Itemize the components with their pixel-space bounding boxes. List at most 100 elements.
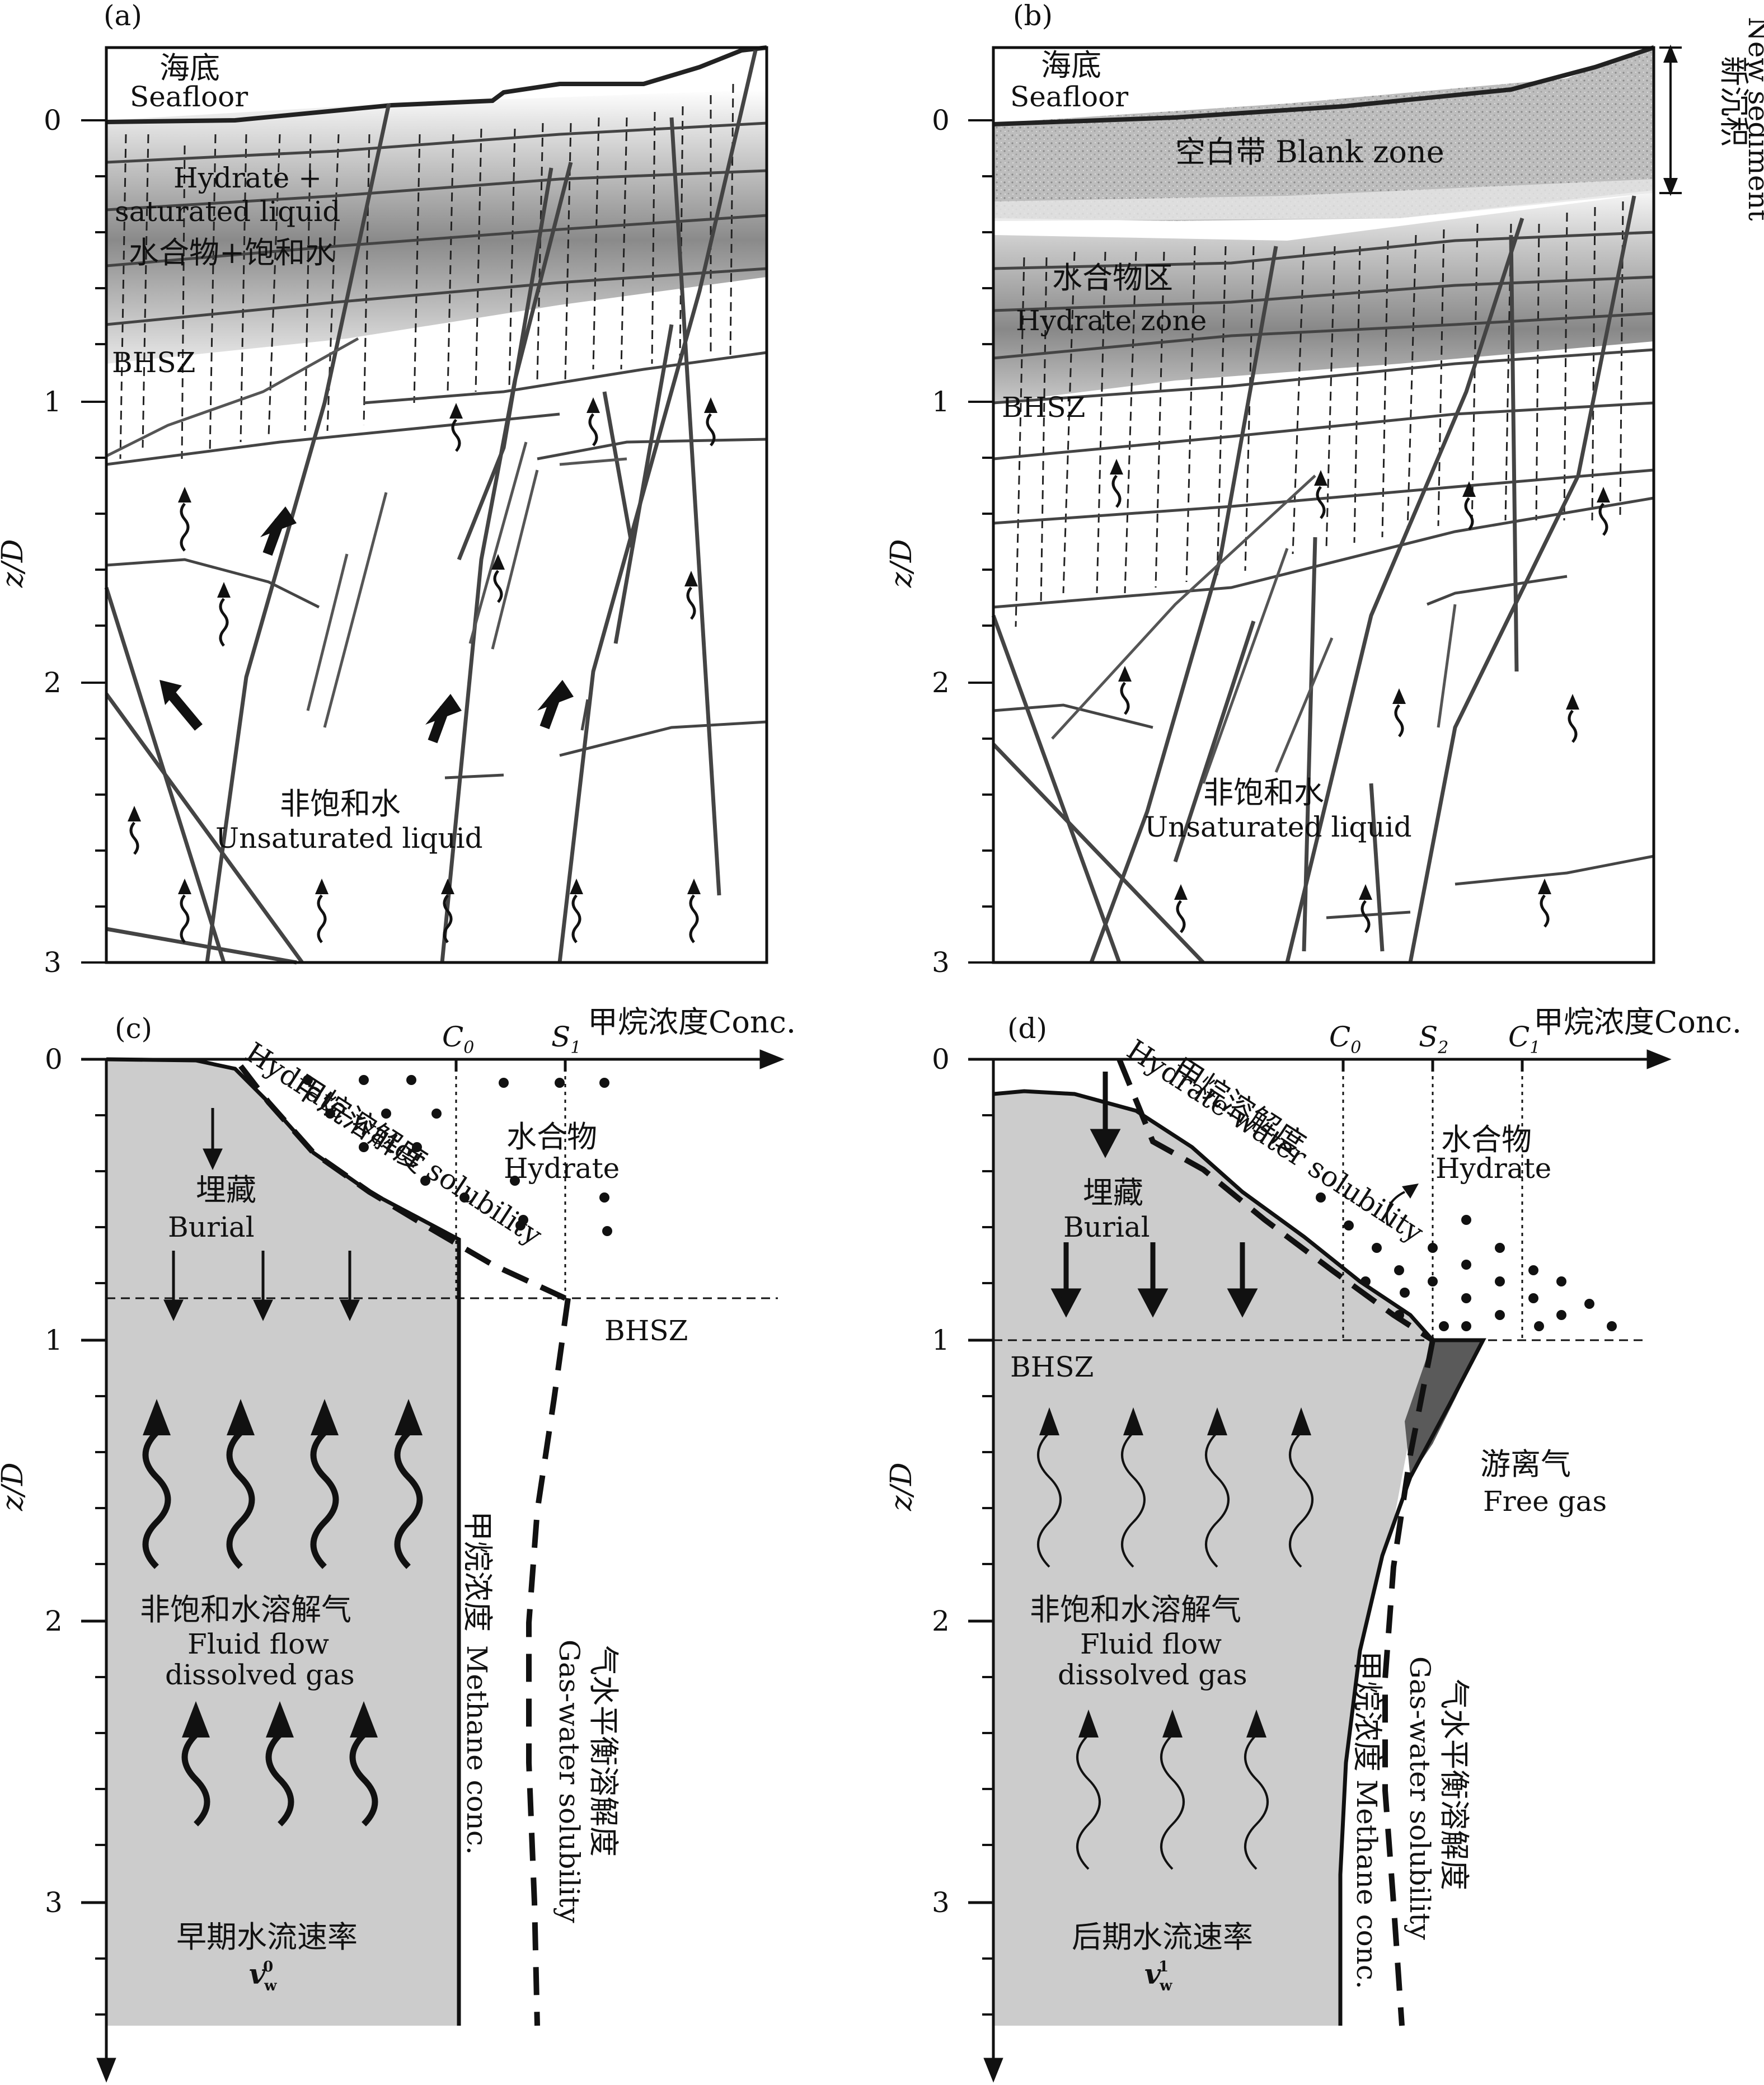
- panel-b-hydrate-band: [993, 193, 1654, 403]
- panel-b-wavy-arrows: [1111, 475, 1608, 933]
- panel-d-gw-cn: 气水平衡溶解度: [1437, 1679, 1472, 1890]
- panel-d-fluid-arrow-heads: [1039, 1407, 1311, 1738]
- panel-b-new-sediment-bracket: [1659, 44, 1682, 196]
- panel-d-fluid-en2: dissolved gas: [1058, 1659, 1247, 1691]
- panel-c-methane-curve: [106, 1057, 461, 2026]
- panel-d-c0-label: C0: [1329, 1021, 1361, 1058]
- panel-b: (b): [885, 0, 1764, 979]
- panel-b-faults: [991, 195, 1636, 964]
- panel-c-hydrate-dots: [303, 1075, 612, 1236]
- panel-a: (a): [0, 0, 768, 979]
- panel-d-xlabel: 甲烷浓度Conc.: [1533, 1004, 1742, 1040]
- panel-d-fluid-arrows: [1037, 1431, 1313, 1870]
- panel-a-lower-en: Unsaturated liquid: [215, 822, 483, 854]
- panel-b-seafloor-en: Seafloor: [1010, 81, 1128, 113]
- panel-c-bhsz: BHSZ: [604, 1314, 688, 1347]
- panel-a-seafloor-en: Seafloor: [130, 81, 248, 113]
- panel-b-ylabel: z/D: [885, 539, 918, 588]
- panel-a-lower-cn: 非饱和水: [280, 786, 401, 821]
- panel-b-ytick-2: 2: [932, 666, 950, 699]
- panel-b-ytick-3: 3: [932, 946, 950, 979]
- panel-b-thin-faults: [1051, 475, 1457, 784]
- panel-c-gw-en: Gas-water solubility: [553, 1640, 585, 1923]
- panel-a-zone-en-2: saturated liquid: [115, 195, 340, 228]
- panel-d-fluid-cn: 非饱和水溶解气: [1030, 1592, 1241, 1627]
- panel-a-ytick-0: 0: [44, 104, 62, 137]
- panel-d-gw-en: Gas-water solubility: [1404, 1656, 1436, 1940]
- panel-a-ytick-1: 1: [44, 386, 62, 418]
- panel-c-xlabel: 甲烷浓度Conc.: [588, 1004, 796, 1040]
- panel-d-ytick-0: 0: [932, 1043, 950, 1076]
- panel-c-methane-cn: 甲烷浓度: [460, 1511, 495, 1632]
- panel-a-zone-cn: 水合物+饱和水: [129, 235, 335, 270]
- panel-a-arrow-heads: [128, 397, 717, 894]
- panel-c-burial-en: Burial: [168, 1211, 255, 1243]
- panel-a-ylabel: z/D: [0, 539, 30, 588]
- panel-a-faults: [104, 50, 758, 965]
- panel-b-horizons: [993, 231, 1654, 919]
- panel-b-y-axis: [968, 119, 993, 964]
- panel-a-ytick-2: 2: [44, 666, 62, 699]
- panel-a-zone-en-1: Hydrate +: [173, 162, 322, 194]
- panel-b-blank-zone: 空白带 Blank zone: [1175, 134, 1444, 170]
- panel-d-c1-label: C1: [1508, 1021, 1540, 1058]
- panel-c-ytick-3: 3: [45, 1886, 63, 1919]
- panel-a-wavy-arrows: [129, 413, 716, 943]
- panel-c-label: (c): [115, 1012, 152, 1045]
- panel-b-blank-zone: [993, 45, 1654, 221]
- panel-c-ylabel: z/D: [0, 1462, 30, 1511]
- panel-b-bhsz: BHSZ: [1002, 391, 1085, 424]
- panel-a-label: (a): [104, 0, 142, 32]
- panel-d-gas-water-solubility: [1382, 1340, 1435, 2026]
- panel-c-hydrate-en: Hydrate: [504, 1152, 620, 1185]
- panel-c-fluid-en1: Fluid flow: [187, 1628, 329, 1660]
- panel-d-freegas-en: Free gas: [1483, 1485, 1607, 1518]
- panel-d: (d): [885, 1004, 1742, 2083]
- panel-c-ytick-1: 1: [45, 1324, 63, 1356]
- panel-c-hydrate-cn: 水合物: [506, 1119, 597, 1154]
- panel-d-burial-arrows: [1050, 1072, 1258, 1318]
- panel-b-dashed-lines: [1015, 201, 1624, 627]
- panel-d-burial-en: Burial: [1063, 1211, 1150, 1243]
- panel-d-hydrate-cn: 水合物: [1441, 1122, 1532, 1157]
- panel-c-s1-label: S1: [551, 1021, 581, 1058]
- panel-a-horizons: [106, 121, 767, 779]
- panel-d-bhsz: BHSZ: [1010, 1351, 1094, 1383]
- panel-c-ytick-0: 0: [45, 1043, 63, 1076]
- panel-b-ytick-0: 0: [932, 104, 950, 137]
- panel-b-new-sed-en: New sediment: [1742, 17, 1764, 221]
- panel-c-fluid-en2: dissolved gas: [165, 1659, 355, 1691]
- panel-c-ytick-2: 2: [45, 1605, 63, 1637]
- panel-b-seafloor-cn: 海底: [1041, 48, 1101, 83]
- panel-d-ylabel: z/D: [885, 1462, 918, 1511]
- panel-d-gray-region: [993, 1091, 1433, 2026]
- panel-c-fluid-arrows: [142, 1430, 423, 1826]
- panel-a-seafloor-cn: 海底: [159, 50, 220, 86]
- panel-a-seafloor-line: [106, 45, 767, 124]
- panel-b-lower-cn: 非饱和水: [1203, 775, 1324, 810]
- panel-c: (c): [0, 1004, 796, 2083]
- panel-d-rate-cn: 后期水流速率: [1072, 1919, 1253, 1955]
- panel-a-thin-faults: [105, 337, 627, 728]
- panel-c-gw-cn: 气水平衡溶解度: [586, 1645, 621, 1857]
- panel-b-hydrate-cn: 水合物区: [1052, 260, 1173, 295]
- panel-d-methane-cn: 甲烷浓度: [1350, 1651, 1385, 1772]
- panel-c-minor-ticks: [95, 1114, 106, 2016]
- panel-d-burial-cn: 埋藏: [1083, 1175, 1143, 1210]
- panel-a-ytick-3: 3: [44, 946, 62, 979]
- panel-d-hydrate-water-solubility: [1116, 1058, 1434, 1343]
- panel-a-bhsz: BHSZ: [112, 346, 195, 379]
- panel-a-y-axis: [81, 119, 106, 964]
- panel-c-fluid-arrow-heads: [143, 1399, 423, 1738]
- panel-c-methane-en: Methane conc.: [461, 1645, 493, 1855]
- panel-d-hydrate-dots: [1316, 1192, 1617, 1331]
- panel-d-hydrate-en: Hydrate: [1435, 1152, 1551, 1185]
- panel-b-seafloor-line: [993, 45, 1655, 126]
- panel-d-freegas-cn: 游离气: [1480, 1447, 1571, 1482]
- panel-d-ytick-2: 2: [932, 1605, 950, 1637]
- panel-d-methane-en: Methane conc.: [1350, 1779, 1383, 1989]
- panel-d-minor-ticks: [982, 1114, 993, 2016]
- panel-c-fluid-cn: 非饱和水溶解气: [140, 1592, 351, 1627]
- panel-c-c0-label: C0: [442, 1021, 474, 1058]
